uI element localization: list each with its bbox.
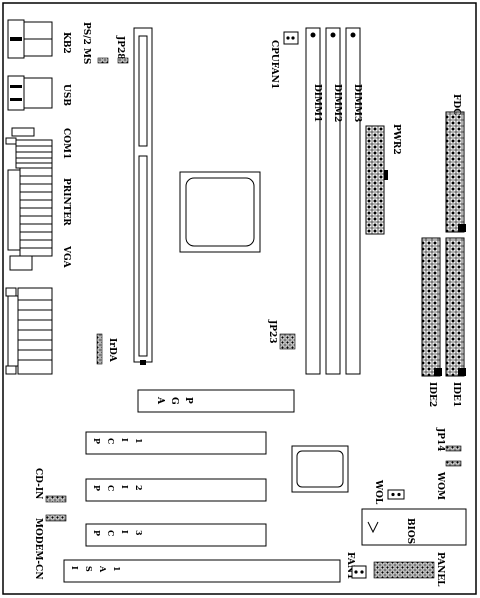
usb-label: USB (61, 84, 71, 106)
pci2-slot (85, 478, 267, 502)
wom-label: WOM (435, 471, 445, 500)
jp14-label: JP14 (435, 427, 445, 452)
com1-connector (5, 127, 53, 169)
agp-letter-g: G (169, 397, 179, 405)
pci3-letter-c: C (106, 530, 116, 536)
agp-letter-p: P (183, 397, 193, 404)
pci2-letter-p: P (92, 485, 102, 491)
isa1-slot (63, 559, 341, 583)
pwr2-label: PWR2 (391, 124, 401, 155)
printer-connector (7, 167, 53, 271)
pci1-letter-p: P (92, 438, 102, 444)
dimm2-label: DIMM2 (332, 84, 342, 122)
cd-in-label: CD-IN (33, 468, 43, 499)
printer-label: PRINTER (61, 178, 71, 226)
wom-header (445, 460, 462, 467)
ide1-label: IDE1 (451, 382, 461, 407)
bios-label: BIOS (405, 518, 415, 544)
vga-connector (5, 287, 53, 375)
southbridge-chip (291, 445, 349, 493)
jp23-label: JP23 (267, 319, 277, 344)
fdc-connector (445, 111, 465, 233)
kb2-label: KB2 (61, 32, 71, 54)
dimm3-slot (345, 27, 361, 375)
ide2-label: IDE2 (427, 382, 437, 407)
pci2-letter-c: C (106, 485, 116, 491)
vga-label: VGA (61, 245, 71, 269)
fan1-label: FAN1 (345, 552, 355, 579)
cd-in-header (45, 495, 67, 503)
dimm2-slot (325, 27, 341, 375)
irda-header (96, 333, 103, 365)
pci2-letter-i: I (120, 485, 130, 489)
pci1-slot (85, 431, 267, 455)
cpufan1-header (283, 31, 299, 45)
agp-letter-a: A (155, 396, 165, 405)
irda-label: IrDA (107, 338, 117, 363)
cpufan1-label: CPUFAN1 (269, 40, 279, 89)
usb-connector (7, 75, 53, 111)
isa1-letter-i: I (70, 566, 80, 570)
pci2-digit: 2 (134, 485, 144, 491)
agp-slot (137, 389, 295, 413)
pci3-letter-i: I (120, 530, 130, 534)
pci1-letter-c: C (106, 438, 116, 444)
jp28-header (117, 57, 129, 64)
panel-label: PANEL (435, 552, 445, 587)
isa1-digit: 1 (112, 566, 122, 572)
pci3-letter-p: P (92, 530, 102, 536)
pci1-digit: 1 (134, 438, 144, 444)
pwr2-connector (365, 125, 385, 235)
dimm1-slot (305, 27, 321, 375)
kb2-connector (7, 19, 53, 59)
dimm1-label: DIMM1 (312, 84, 322, 122)
jp28-label: JP28 (115, 35, 125, 60)
ide2-connector (421, 237, 441, 377)
cpu-slot (133, 27, 153, 365)
wol-label: WOL (373, 479, 383, 505)
dimm3-label: DIMM3 (352, 84, 362, 122)
pci3-digit: 3 (134, 530, 144, 536)
com1-label: COM1 (61, 128, 71, 159)
fan1-header (351, 565, 367, 579)
pci3-slot (85, 523, 267, 547)
northbridge-chip (179, 171, 261, 253)
ps2ms-label: PS/2 MS (81, 22, 91, 64)
ide1-connector (445, 237, 465, 377)
bios-chip (361, 508, 467, 546)
pci1-letter-i: I (120, 438, 130, 442)
modem-cn-label: MODEM-CN (33, 518, 43, 580)
modem-cn-header (45, 514, 67, 522)
isa1-letter-s: S (84, 566, 94, 572)
panel-header (373, 561, 435, 579)
wol-header (387, 489, 405, 500)
jp23-header (279, 333, 296, 350)
jp14-header (445, 445, 462, 452)
ps2ms-header (97, 57, 109, 64)
isa1-letter-a: A (98, 565, 108, 573)
fdc-label: FDC (451, 94, 461, 115)
